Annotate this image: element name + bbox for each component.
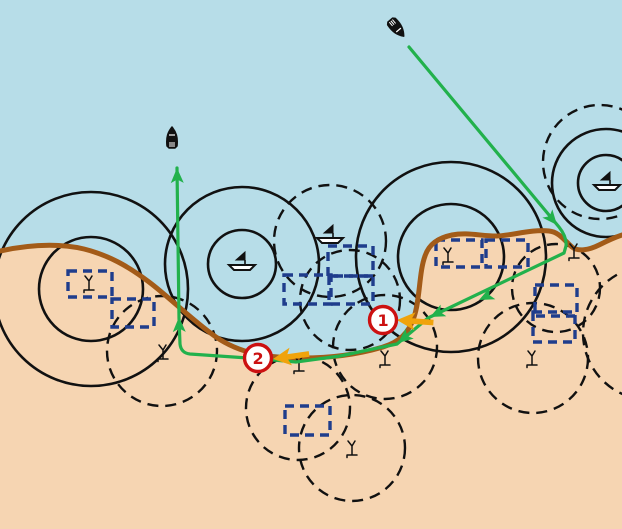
- anchor-glyph: [83, 275, 95, 294]
- anchor-glyph: [442, 247, 454, 266]
- pointer-shaft: [410, 318, 434, 326]
- anchored-vessel-icon: [226, 250, 258, 271]
- anchor-berth-rectangle: [327, 274, 375, 306]
- anchor-glyph: [346, 440, 358, 459]
- anchor-symbol-icon: [379, 350, 391, 369]
- anchor-berths-layer: [66, 238, 579, 437]
- anchor-berth-rectangle: [531, 310, 577, 344]
- swinging-circle-outer: [163, 185, 321, 343]
- sail-shape: [234, 250, 246, 261]
- anchor-symbol-icon: [83, 275, 95, 294]
- waypoint-marker: 2: [242, 342, 274, 374]
- anchor-berth-rectangle: [282, 273, 333, 306]
- boat-detail: [388, 19, 396, 27]
- anchor-glyph: [157, 344, 169, 363]
- swinging-circle-inner: [576, 153, 622, 213]
- boat-detail: [169, 142, 175, 147]
- anchor-glyph: [526, 350, 538, 369]
- anchor-glyph: [293, 356, 305, 375]
- anchor-berth-rectangle: [484, 238, 530, 269]
- anchored-vessel-icon: [591, 170, 622, 191]
- hull-shape: [314, 237, 346, 244]
- anchor-berth-rectangle: [434, 238, 484, 269]
- swinging-circle-inner: [396, 202, 506, 312]
- route-line: [175, 45, 568, 364]
- anchor-symbol-icon: [157, 344, 169, 363]
- solid-circles-layer: [0, 127, 622, 388]
- waypoint-label: 1: [377, 311, 388, 330]
- moving-vessel-icon: [386, 17, 405, 37]
- anchor-berth-rectangle: [66, 269, 114, 299]
- boat-detail: [395, 27, 402, 33]
- waypoint-pointer-arrow: [273, 347, 310, 366]
- anchor-symbol-icon: [526, 350, 538, 369]
- boat-body: [166, 126, 178, 149]
- route-arrowhead-icon: [542, 209, 557, 225]
- pointer-head: [273, 347, 293, 366]
- swinging-circle-dashed: [272, 183, 388, 299]
- anchor-glyph: [379, 350, 391, 369]
- hull-shape: [226, 264, 258, 271]
- swinging-circle-inner: [206, 228, 278, 300]
- route-arrowhead-icon: [430, 304, 447, 317]
- anchor-berth-rectangle: [533, 283, 579, 318]
- anchor-symbol-icon: [442, 247, 454, 266]
- anchor-berth-rectangle: [283, 404, 332, 437]
- swinging-circle-dashed: [297, 393, 407, 503]
- route-arrowhead-icon: [479, 287, 496, 300]
- hull-shape: [591, 184, 622, 191]
- pointer-head: [397, 312, 416, 331]
- anchor-glyph: [568, 243, 580, 262]
- swinging-circle-outer: [550, 127, 622, 239]
- swinging-circle-dashed: [510, 242, 602, 334]
- anchor-symbol-icon: [293, 356, 305, 375]
- swinging-circle-dashed: [105, 294, 219, 408]
- moving-vessel-icon: [166, 126, 178, 149]
- boat-body: [386, 17, 405, 37]
- anchor-berth-rectangle: [110, 297, 156, 329]
- waypoint-pointer-arrow: [397, 312, 434, 331]
- anchor-symbol-icon: [568, 243, 580, 262]
- route-arrowhead-icon: [172, 317, 186, 333]
- sail-shape: [599, 170, 611, 181]
- waypoint-label: 2: [252, 349, 263, 368]
- swinging-circle-inner: [37, 235, 145, 343]
- sail-shape: [322, 223, 334, 234]
- swinging-circle-outer: [0, 190, 190, 388]
- anchored-vessel-icon: [314, 223, 346, 244]
- route-arrowhead-icon: [398, 328, 414, 343]
- waypoint-circle: [242, 342, 274, 374]
- waypoint-marker: 1: [367, 304, 399, 336]
- swinging-circle-dashed: [298, 248, 402, 352]
- route-arrowhead-icon: [170, 168, 184, 184]
- waypoint-circle: [367, 304, 399, 336]
- pointer-shaft: [285, 351, 310, 360]
- anchor-symbol-icon: [346, 440, 358, 459]
- swinging-circle-outer: [354, 160, 548, 354]
